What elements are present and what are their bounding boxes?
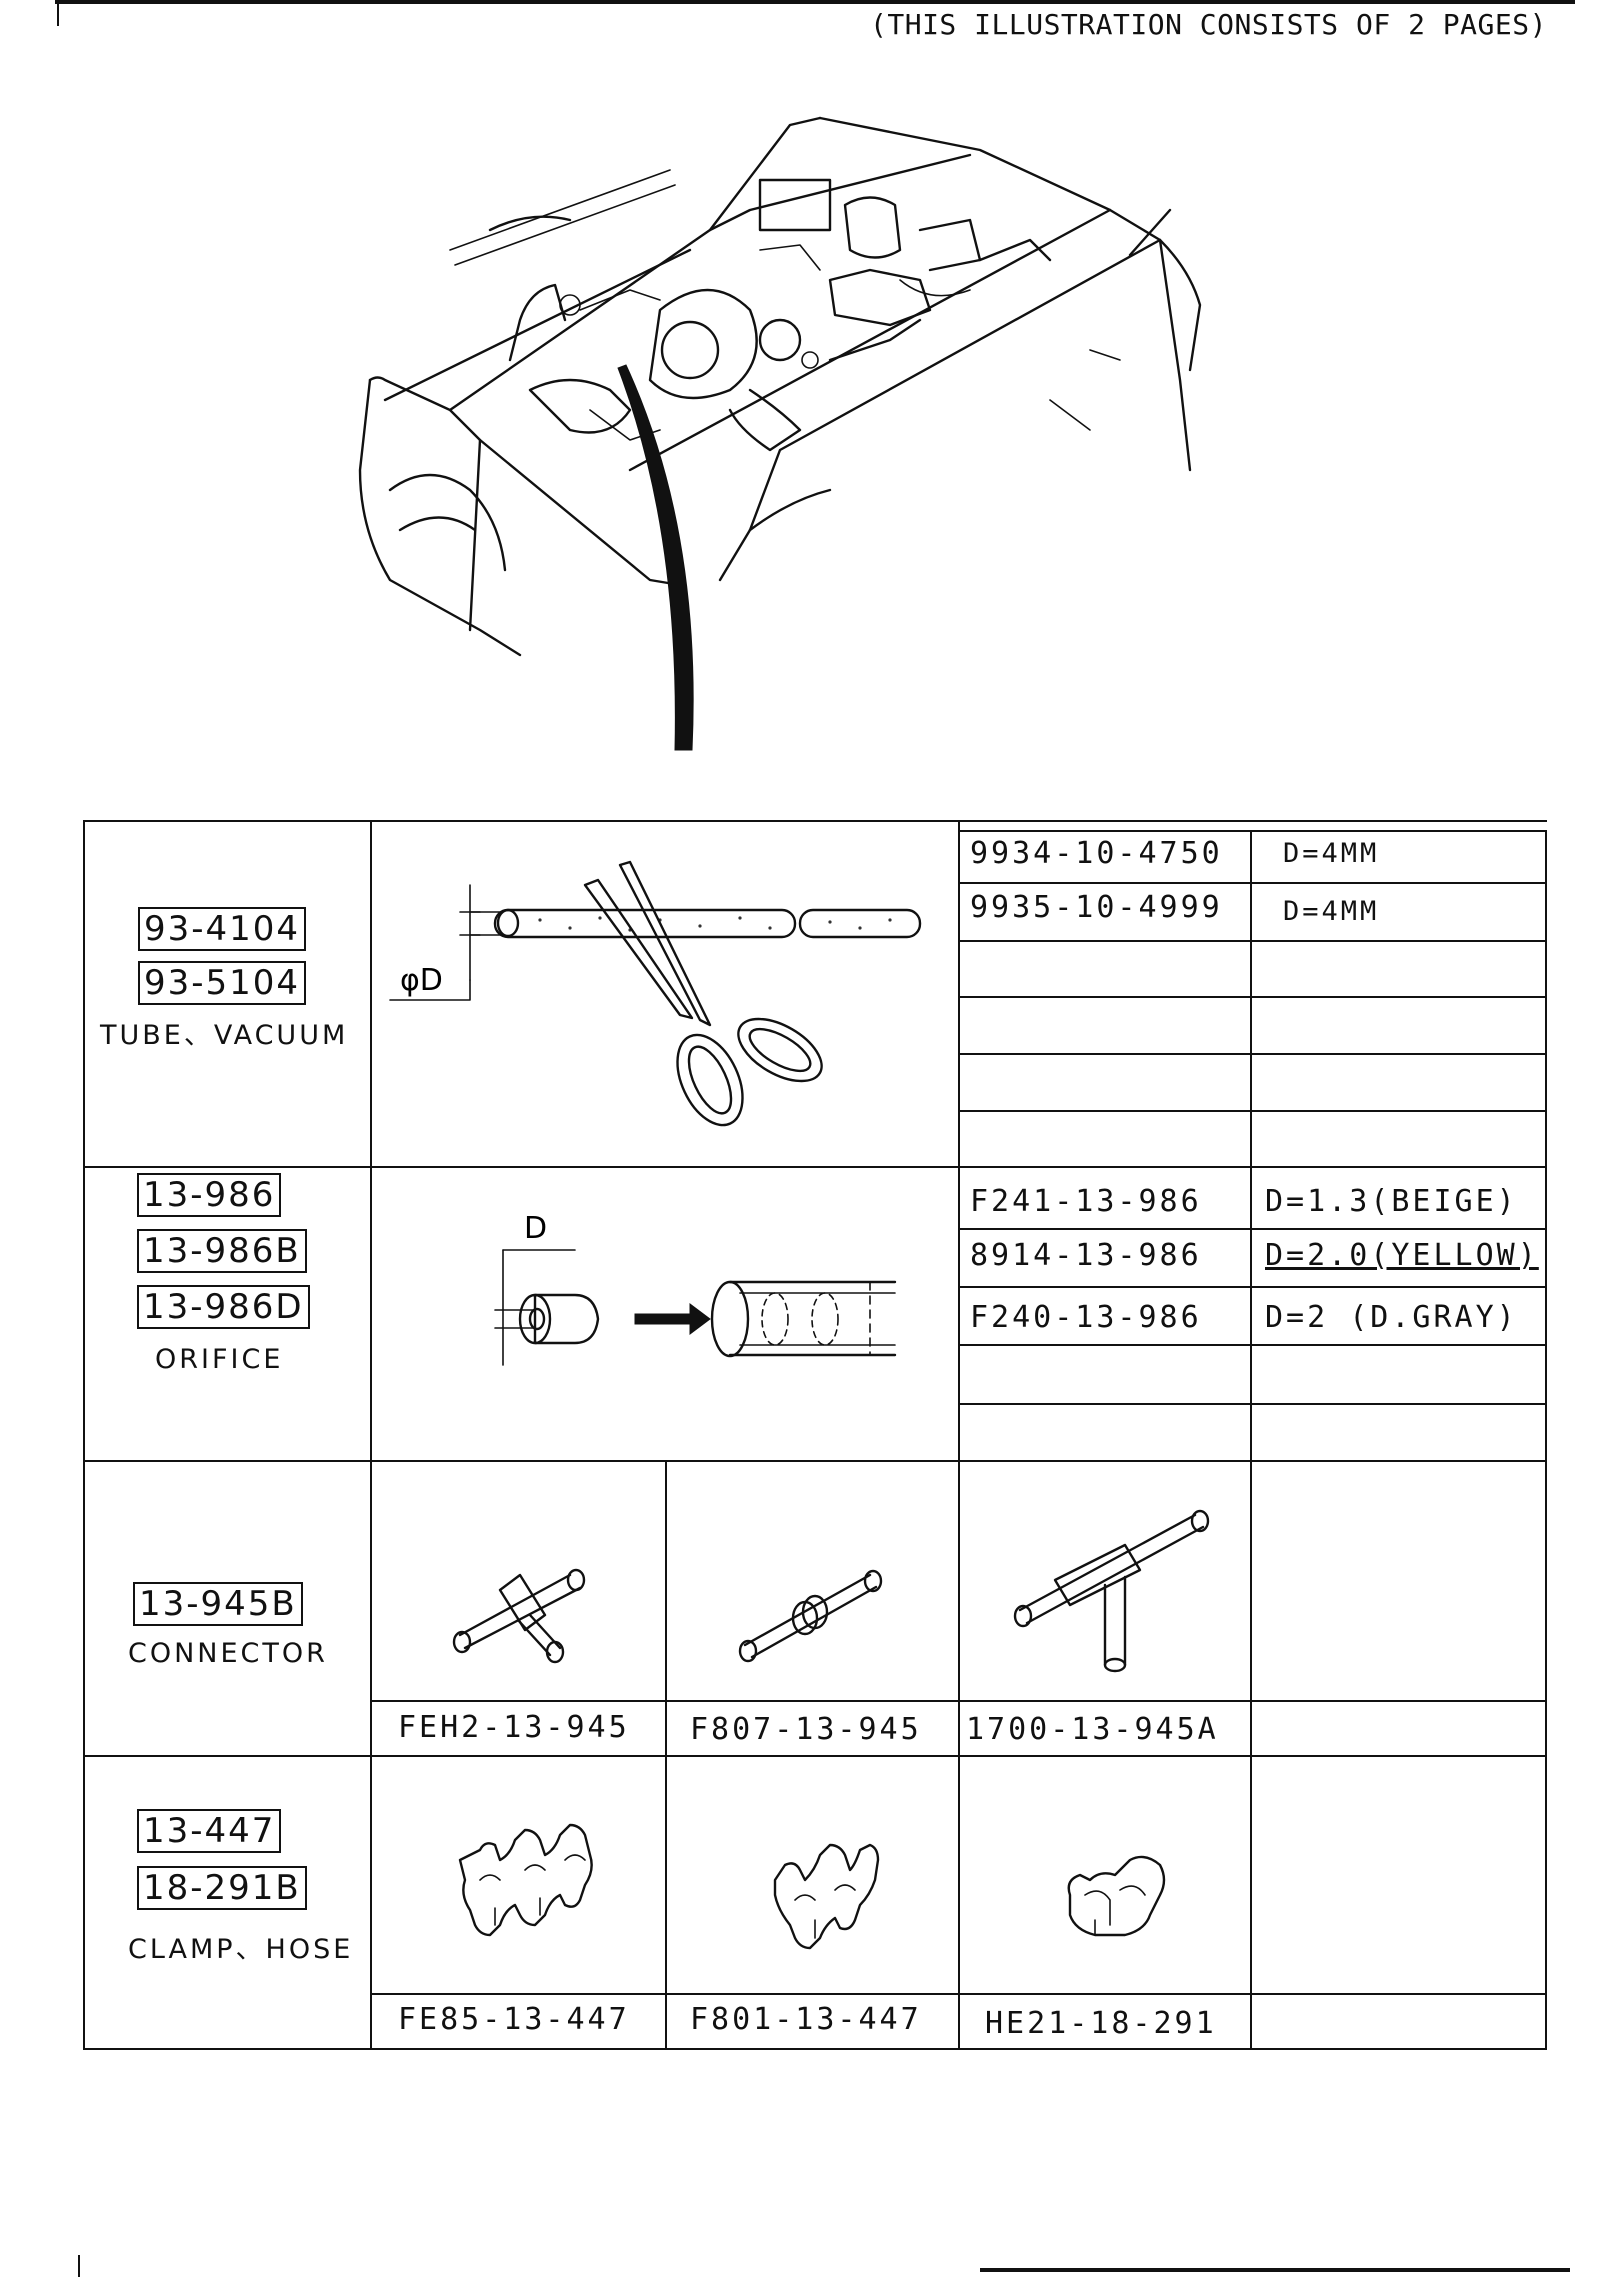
sub-row-line — [958, 882, 1547, 884]
sub-row-line — [958, 940, 1547, 942]
scissors-icon — [583, 860, 823, 1127]
table-border-right — [1545, 830, 1547, 2050]
part-spec: D=2.0(YELLOW) — [1265, 1238, 1539, 1273]
column-separator — [665, 1460, 667, 2050]
orifice-diagram: D — [494, 1211, 897, 1366]
column-separator — [1250, 830, 1252, 2050]
vacuum-tube-diagram: φD — [389, 860, 922, 1127]
group-code-box: 13-986B — [137, 1229, 307, 1273]
part-spec: D=1.3(BEIGE) — [1265, 1184, 1518, 1219]
arrow-right-icon — [634, 1303, 711, 1335]
column-separator — [370, 820, 372, 2050]
sub-row-line — [958, 1053, 1547, 1055]
sub-row-line — [958, 996, 1547, 998]
sub-row-line — [958, 1286, 1547, 1288]
vehicle-body-outline — [358, 116, 1202, 657]
table-border-left — [83, 820, 85, 2050]
group-caption: TUBE、VACUUM — [100, 1020, 349, 1051]
group-caption: CLAMP、HOSE — [128, 1934, 354, 1965]
sub-row-line — [958, 830, 1547, 832]
part-spec: D=4MM — [1283, 896, 1380, 927]
part-number: 9935-10-4999 — [970, 890, 1223, 925]
engine-components — [508, 178, 1052, 452]
group-code-box: 13-945B — [133, 1582, 303, 1626]
part-number: F801-13-447 — [690, 2002, 922, 2037]
sub-row-line — [958, 1403, 1547, 1405]
group-caption: ORIFICE — [155, 1344, 284, 1375]
group-caption: CONNECTOR — [128, 1638, 328, 1669]
row-separator — [83, 1460, 1547, 1462]
table-border-top — [83, 820, 1547, 822]
top-rule — [55, 0, 1575, 4]
sub-row-line — [958, 1228, 1547, 1230]
part-number: FE85-13-447 — [398, 2002, 630, 2037]
corner-tick — [78, 2255, 80, 2277]
sub-row-line — [958, 1344, 1547, 1346]
callout-leader-line — [617, 364, 694, 751]
part-number: 1700-13-945A — [966, 1712, 1219, 1747]
group-code-box: 13-447 — [137, 1809, 282, 1853]
hose-section-icon — [710, 1280, 897, 1358]
bottom-rule — [980, 2268, 1570, 2272]
group-code-box: 93-4104 — [138, 907, 307, 951]
group-code-box: 13-986D — [137, 1285, 310, 1329]
diameter-label: φD — [400, 963, 443, 998]
vacuum-tube-icon — [493, 908, 797, 939]
illustration-note: (THIS ILLUSTRATION CONSISTS OF 2 PAGES) — [870, 8, 1547, 41]
orifice-plug-icon — [518, 1293, 600, 1345]
part-number: F240-13-986 — [970, 1300, 1202, 1335]
group-code-box: 13-986 — [137, 1173, 282, 1217]
hose-clamp-three-way-icon — [773, 1843, 880, 1950]
table-border-bottom — [83, 2048, 1547, 2050]
tee-connector-icon — [1013, 1509, 1210, 1673]
part-number: F807-13-945 — [690, 1712, 922, 1747]
sub-row-line — [958, 1110, 1547, 1112]
part-number-strip-line — [370, 1993, 1547, 1995]
vehicle-engine-bay-illustration — [358, 116, 1202, 751]
row-separator — [83, 1755, 1547, 1757]
hose-clamp-four-way-icon — [458, 1823, 593, 1937]
corner-tick — [57, 4, 59, 26]
column-separator — [958, 820, 960, 2050]
row-separator — [83, 1166, 1547, 1168]
orifice-diameter-label: D — [524, 1211, 547, 1246]
part-number-strip-line — [370, 1700, 1547, 1702]
part-number: FEH2-13-945 — [398, 1710, 630, 1745]
group-code-box: 18-291B — [137, 1866, 307, 1910]
part-spec: D=2 (D.GRAY) — [1265, 1300, 1518, 1335]
straight-connector-icon — [738, 1569, 883, 1663]
group-code-box: 93-5104 — [138, 961, 307, 1005]
hose-clamp-double-icon — [1067, 1855, 1166, 1937]
part-number: F241-13-986 — [970, 1184, 1202, 1219]
part-number: 8914-13-986 — [970, 1238, 1202, 1273]
part-number: HE21-18-291 — [985, 2006, 1217, 2041]
part-number: 9934-10-4750 — [970, 836, 1223, 871]
part-spec: D=4MM — [1283, 838, 1380, 869]
three-way-connector-icon — [452, 1568, 586, 1664]
